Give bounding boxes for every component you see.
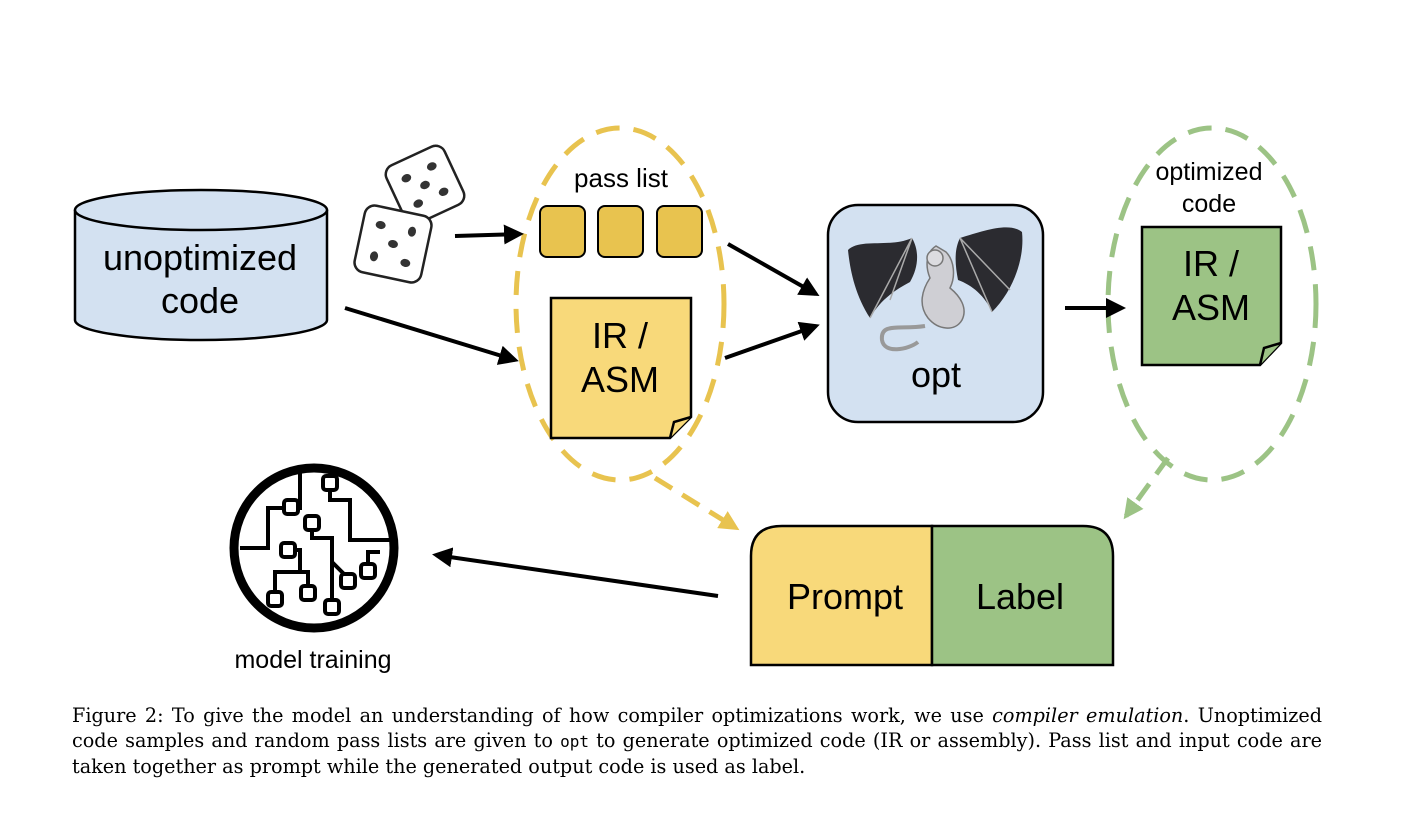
arrow-label-group-to-label: [1123, 456, 1171, 520]
pass-list-label: pass list: [574, 163, 669, 193]
pass-list: [539, 205, 703, 258]
unoptimized-code-label-line2: code: [161, 280, 239, 321]
prompt-label: Prompt: [787, 576, 903, 617]
arrow-dice-to-pass-list: [454, 224, 524, 245]
arrow-pair-to-model-training: [432, 547, 719, 598]
arrow-input-doc-to-opt: [724, 321, 820, 360]
label-label: Label: [976, 576, 1064, 617]
figure-caption: Figure 2: To give the model an understan…: [72, 703, 1322, 779]
output-doc-label-line1: IR /: [1183, 243, 1239, 284]
caption-emphasis: compiler emulation: [992, 704, 1184, 727]
pass-box: [656, 205, 703, 258]
opt-tool: opt: [826, 203, 1045, 424]
unoptimized-code-label-line1: unoptimized: [103, 237, 297, 278]
caption-prefix: Figure 2: To give the model an understan…: [72, 704, 993, 727]
dice-icon: [353, 144, 466, 284]
output-ir-asm-document: IR / ASM: [1140, 225, 1283, 367]
pass-box: [597, 205, 644, 258]
input-doc-label-line2: ASM: [581, 359, 659, 400]
label-box: [930, 524, 1115, 667]
label-group-dashed-outline: [1105, 125, 1319, 483]
circuit-brain-icon: [229, 463, 399, 633]
model-training-label: model training: [234, 646, 391, 674]
arrow-code-to-input-doc: [344, 306, 519, 365]
prompt-box: [749, 524, 934, 667]
opt-label: opt: [911, 354, 961, 395]
input-ir-asm-document: IR / ASM: [549, 296, 693, 440]
caption-code: opt: [560, 732, 589, 751]
prompt-label-pair: Prompt Label: [749, 524, 1115, 667]
unoptimized-code-database: unoptimized code: [73, 188, 329, 342]
caption-suffix: to generate optimized code (IR or assemb…: [72, 729, 1323, 778]
compiler-emulation-diagram: unoptimized code pass list: [73, 125, 1319, 674]
arrow-prompt-group-to-prompt: [653, 475, 740, 531]
arrow-pass-list-to-opt: [727, 242, 820, 296]
optimized-code-label-line2: code: [1182, 190, 1236, 218]
llvm-dragon-icon: [848, 227, 1023, 352]
prompt-group-dashed-outline: [513, 125, 727, 483]
output-doc-label-line2: ASM: [1172, 287, 1250, 328]
pass-box: [539, 205, 586, 258]
caption-middle: . Unoptimized code samples and random pa…: [72, 704, 1322, 752]
optimized-code-label-line1: optimized: [1156, 158, 1263, 186]
input-doc-label-line1: IR /: [592, 315, 648, 356]
